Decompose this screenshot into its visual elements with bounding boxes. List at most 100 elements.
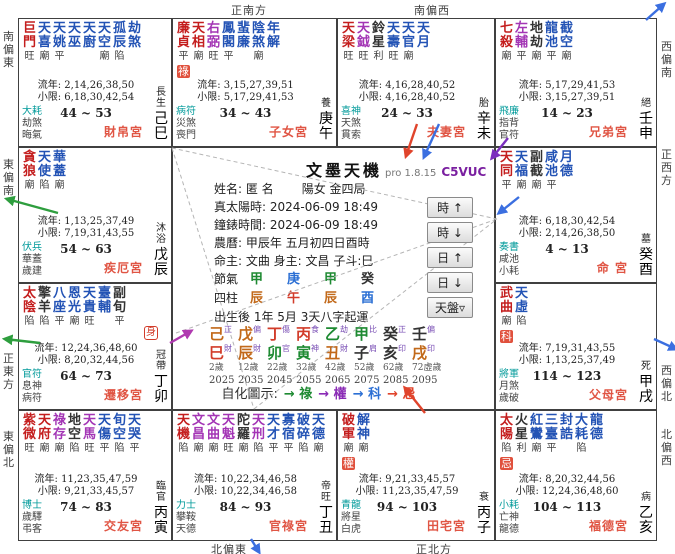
ten-god-char: 正 <box>398 325 407 334</box>
gods-list: 喜神天煞貫索 <box>341 106 361 142</box>
star-row: 巨門旺天喜廟天姚平天巫 天廚 天空廟孤辰陷劫煞 <box>22 22 142 63</box>
zihua-item: → 祿 <box>283 387 313 402</box>
star-char: 紫 <box>22 413 36 428</box>
xiaoxian-text: 小限: 12,24,36,48,60 <box>515 486 619 497</box>
star-brightness: 廟 <box>99 51 110 62</box>
star-column: 破碎陷 <box>296 414 311 455</box>
palace-hai[interactable]: 太陽陷火星利紅鸞廟三臺平封誥 大耗陷龍德 忌小耗亡神龍德流年: 8,20,32,… <box>495 410 657 541</box>
star-brightness: 陷 <box>114 51 125 62</box>
stage-label: 臨官 <box>156 481 166 503</box>
star-char: 副 <box>529 150 543 165</box>
age-range: 64 ~ 73 <box>60 369 112 383</box>
pillar-branch-row: 巳財 <box>209 343 238 362</box>
star-char: 天 <box>341 21 355 36</box>
star-column: 劫煞 <box>127 22 142 63</box>
palace-mao[interactable]: 太陰陷擎羊陷八座平恩光廟天貴旺臺輔 副旬平身官符息神病符流年: 12,24,36… <box>18 283 172 410</box>
god-item: 亡神 <box>499 512 519 523</box>
direction-char: 偏 <box>661 53 672 66</box>
star-column: 左輔平 <box>514 22 529 63</box>
star-char: 紅 <box>529 413 543 428</box>
god-item: 小耗 <box>499 500 519 511</box>
stepper-button-3[interactable]: 日 ↓ <box>427 272 473 293</box>
star-column: 天府廟 <box>37 414 52 455</box>
pillar-age: 52歲 <box>354 363 375 373</box>
direction-label-left-4: 東偏北 <box>3 430 14 469</box>
star-brightness: 陷 <box>39 316 50 327</box>
direction-char: 北 <box>661 390 672 403</box>
clock-time: 鐘錶時間: 2024-06-09 18:49 <box>214 218 378 232</box>
star-char: 天 <box>82 286 96 301</box>
ten-god-char: 官 <box>282 344 291 353</box>
stepper-button-2[interactable]: 日 ↑ <box>427 247 473 268</box>
stepper-button-1[interactable]: 時 ↓ <box>427 222 473 243</box>
star-brightness: 陷 <box>39 180 50 191</box>
star-column: 天才平 <box>266 414 281 455</box>
palace-si[interactable]: 巨門旺天喜廟天姚平天巫 天廚 天空廟孤辰陷劫煞 大耗劫煞晦氣流年: 2,14,2… <box>18 18 172 147</box>
ganzhi-char: 壬 <box>639 111 653 127</box>
star-char: 微 <box>22 427 36 442</box>
star-column: 旬空陷 <box>112 414 127 455</box>
star-brightness <box>559 179 574 192</box>
palace-wei[interactable]: 天梁旺天鉞旺鈴星利天壽旺天官廟天月 喜神天煞貫索流年: 4,16,28,40,5… <box>337 18 495 147</box>
star-char: 誥 <box>559 427 573 442</box>
star-char: 太 <box>499 413 513 428</box>
star-char: 曲 <box>206 427 220 442</box>
star-column: 紫微旺 <box>22 414 37 455</box>
palace-name: 父母宮 <box>588 388 628 402</box>
star-char: 才 <box>266 427 280 442</box>
pillar-char: 酉 <box>361 291 375 306</box>
stage-char: 長 <box>156 87 166 98</box>
star-char: 天 <box>356 21 370 36</box>
age-range: 34 ~ 43 <box>219 106 272 120</box>
star-brightness: 廟 <box>561 51 572 62</box>
star-column: 鈴星利 <box>371 22 386 63</box>
ganzhi-label: 壬申 <box>639 112 653 142</box>
branch-char: 丑 <box>325 344 341 362</box>
star-char: 德 <box>311 427 325 442</box>
stage-label: 沐浴 <box>156 223 166 245</box>
stepper-button-4[interactable]: 天盤▿ <box>427 297 473 318</box>
star-char: 存 <box>52 427 66 442</box>
ganzhi-label: 丙子 <box>477 506 491 536</box>
palace-chou[interactable]: 天機陷文昌廟文曲廟天魁旺陀羅廟天刑陷天才平寡宿平破碎陷天德廟力士攀鞍天德流年: … <box>172 410 337 541</box>
star-char: 煞 <box>251 35 265 50</box>
pillar-branch-row: 寅神 <box>296 343 325 362</box>
palace-yin[interactable]: 紫微旺天府廟祿存廟地空陷天馬旺天傷平旬空陷天哭平博士歲驛弔客流年: 11,23,… <box>18 410 172 541</box>
star-char: 月 <box>416 35 430 50</box>
star-column: 天使陷 <box>37 151 52 192</box>
stepper-button-0[interactable]: 時 ↑ <box>427 197 473 218</box>
star-char: 截 <box>529 164 543 179</box>
star-brightness: 廟 <box>531 51 542 62</box>
star-brightness: 廟 <box>238 443 249 454</box>
star-char: 池 <box>544 35 558 50</box>
star-char: 座 <box>52 300 66 315</box>
star-char: 天 <box>191 21 205 36</box>
xiaoxian-text: 小限: 10,22,34,46,58 <box>194 486 297 497</box>
pillar-branch-row: 卯官 <box>267 343 296 362</box>
ganzhi-char: 乙 <box>639 505 653 521</box>
sizhu-row: 四柱辰午辰酉 <box>214 289 386 308</box>
star-char: 文 <box>191 413 205 428</box>
direction-label-left-1: 南偏東 <box>3 30 14 69</box>
palace-wu[interactable]: 廉貞平天相廟右弼旺鳳閣平蜚廉 陰煞廟年解 祿病符災煞喪門流年: 3,15,27,… <box>172 18 337 147</box>
star-brightness: 旺 <box>24 51 35 62</box>
star-char: 喜 <box>37 35 51 50</box>
palace-name: 命 宮 <box>596 261 628 275</box>
star-column: 陀羅廟 <box>236 414 251 455</box>
star-char: 天 <box>127 413 141 428</box>
god-item: 龍德 <box>499 524 519 535</box>
